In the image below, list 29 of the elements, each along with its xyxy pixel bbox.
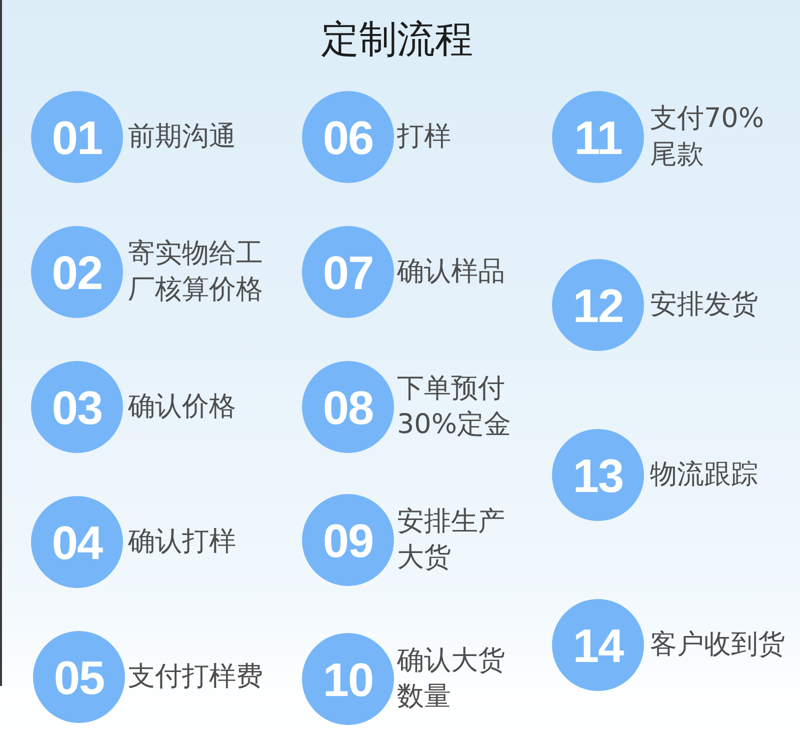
step-label: 寄实物给工厂核算价格 <box>128 237 264 307</box>
step-label: 确认价格 <box>128 390 237 424</box>
step-number-circle: 06 <box>302 91 394 183</box>
step-number-circle: 02 <box>31 226 123 318</box>
step-label: 物流跟踪 <box>650 458 759 492</box>
step-number-circle: 08 <box>302 361 394 453</box>
step-number-circle: 09 <box>302 494 394 586</box>
step-label: 打样 <box>397 120 452 154</box>
step-number-circle: 14 <box>552 599 644 691</box>
step-number-circle: 04 <box>31 496 123 588</box>
step-label: 前期沟通 <box>128 120 237 154</box>
step-number-circle: 03 <box>31 361 123 453</box>
step-label: 下单预付30%定金 <box>397 372 511 442</box>
step-number-circle: 05 <box>33 631 125 723</box>
step-label: 确认大货数量 <box>397 644 506 714</box>
step-number-circle: 07 <box>302 226 394 318</box>
step-label: 客户收到货 <box>650 628 786 662</box>
step-label: 支付打样费 <box>128 660 264 694</box>
diagram-title: 定制流程 <box>321 16 473 62</box>
step-label: 安排生产大货 <box>397 505 506 575</box>
step-number-circle: 01 <box>31 91 123 183</box>
step-number-circle: 12 <box>552 259 644 351</box>
step-label: 确认打样 <box>128 525 237 559</box>
step-label: 确认样品 <box>397 255 506 289</box>
step-number-circle: 11 <box>552 91 644 183</box>
step-label: 支付70%尾款 <box>650 102 766 172</box>
step-number-circle: 10 <box>302 633 394 725</box>
step-label: 安排发货 <box>650 288 759 322</box>
step-number-circle: 13 <box>552 429 644 521</box>
